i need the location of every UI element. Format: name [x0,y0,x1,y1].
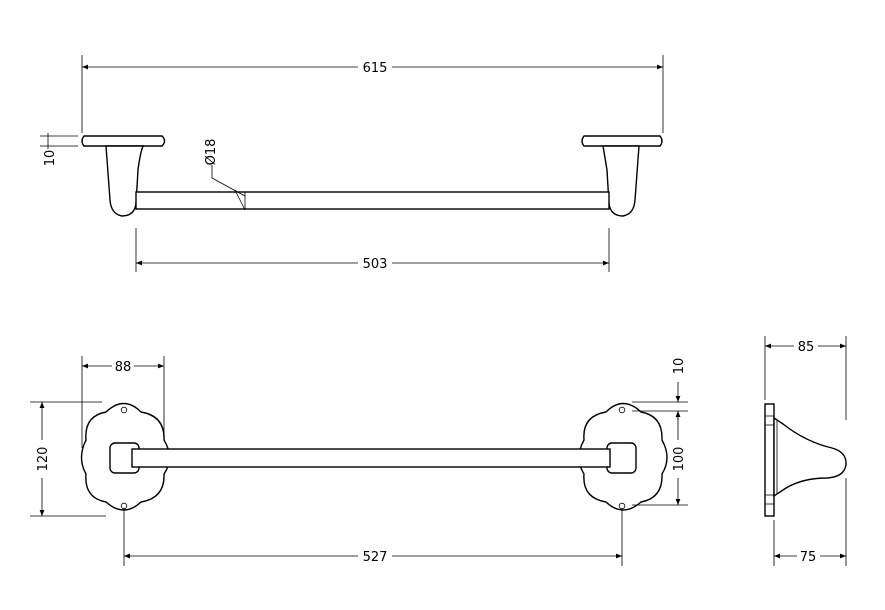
dim-hole-spacing: 100 [672,447,687,472]
towel-bar-front [131,448,611,468]
dim-bar-diameter: Ø18 [204,139,219,166]
dim-plate-width: 88 [115,360,132,375]
right-plate-front [578,402,668,511]
left-bracket-top [81,135,166,217]
left-plate-front [80,402,171,511]
front-view: 88 120 10 100 527 [30,356,688,566]
side-view: 85 75 [764,336,847,566]
dim-bar-length: 503 [363,257,388,272]
dim-side-depth-outer: 85 [798,340,815,355]
towel-bar-top [135,191,610,210]
dim-mount-centers: 527 [363,550,388,565]
dim-plate-height: 120 [36,447,51,472]
dim-side-depth-inner: 75 [800,550,817,565]
arm-profile [773,416,847,498]
dim-plate-thickness: 10 [43,150,58,167]
dim-hole-offset: 10 [672,358,687,375]
dim-overall-length: 615 [363,61,388,76]
top-view: 615 10 Ø18 503 [40,55,664,272]
